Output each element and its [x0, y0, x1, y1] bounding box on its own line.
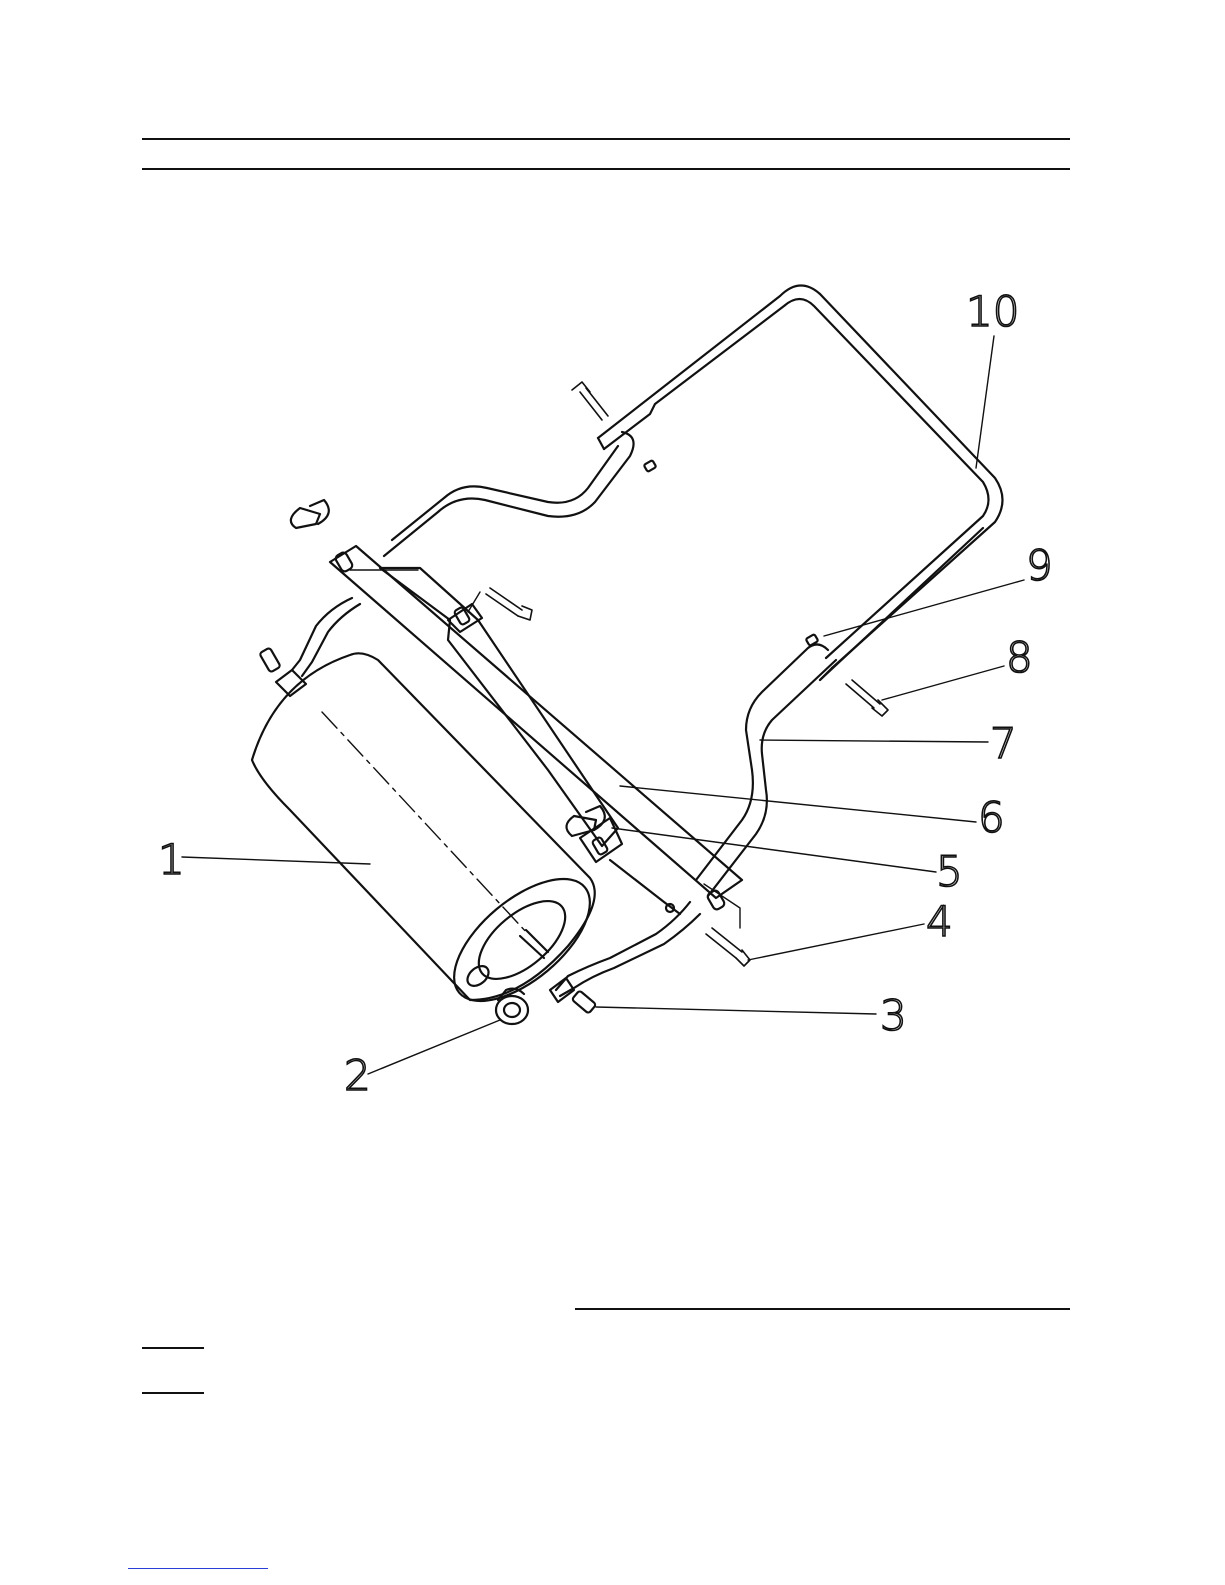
leader-8 [882, 666, 1004, 700]
callout-6: 6 [978, 793, 1005, 842]
inner-bracket-link [610, 860, 680, 914]
upper-handle-inner-edge [604, 299, 989, 658]
footer-link-underline[interactable] [128, 1568, 268, 1569]
callout-9: 9 [1026, 541, 1053, 590]
upper-handle-right-tail [820, 528, 983, 680]
roller-end-cap-inner [465, 887, 578, 994]
lower-handle-right-arm [556, 902, 690, 990]
bolt-part-8 [846, 680, 888, 716]
leader-10 [976, 336, 994, 468]
callout-5: 5 [936, 847, 963, 896]
inner-bracket-slot-bottom [592, 837, 609, 856]
callout-7: 7 [990, 719, 1017, 768]
roller-axle [520, 930, 548, 958]
roller-centerline [322, 712, 528, 934]
leader-2 [368, 1020, 500, 1074]
lower-handle-right-arm-inner [560, 914, 700, 996]
inner-bracket-part-5 [380, 568, 618, 846]
cross-bracket-part-6 [330, 546, 742, 898]
short-rule-2 [142, 1392, 204, 1394]
lower-handle-left-arm [292, 598, 352, 670]
upper-handle-part-10 [598, 285, 1003, 668]
bolt-part-4 [706, 928, 750, 966]
leader-7 [760, 740, 988, 742]
callout-4: 4 [926, 897, 953, 946]
leader-3 [596, 1007, 876, 1014]
leader-1 [182, 857, 370, 864]
wing-nut-top [291, 500, 329, 528]
nut-part-9 [644, 460, 819, 646]
roller-fill-hole [464, 962, 493, 990]
callout-3: 3 [880, 991, 907, 1040]
upper-handle-left-end [598, 438, 604, 449]
callout-1: 1 [158, 835, 185, 884]
callout-8: 8 [1006, 633, 1033, 682]
callout-2: 2 [344, 1051, 371, 1100]
bolt-upper [572, 382, 608, 420]
section-rule [575, 1308, 1070, 1310]
leader-6 [620, 786, 976, 822]
leader-9 [824, 580, 1024, 636]
lower-handle-upper-rail-inner [392, 446, 618, 540]
bolt-center [486, 588, 532, 620]
callout-10: 10 [966, 287, 1019, 336]
lower-handle-right-rail-inner [708, 660, 836, 896]
leader-4 [748, 924, 924, 960]
wing-nut-middle [566, 806, 604, 836]
lower-handle-left-arm-inner [302, 604, 360, 676]
short-rule-1 [142, 1347, 204, 1349]
